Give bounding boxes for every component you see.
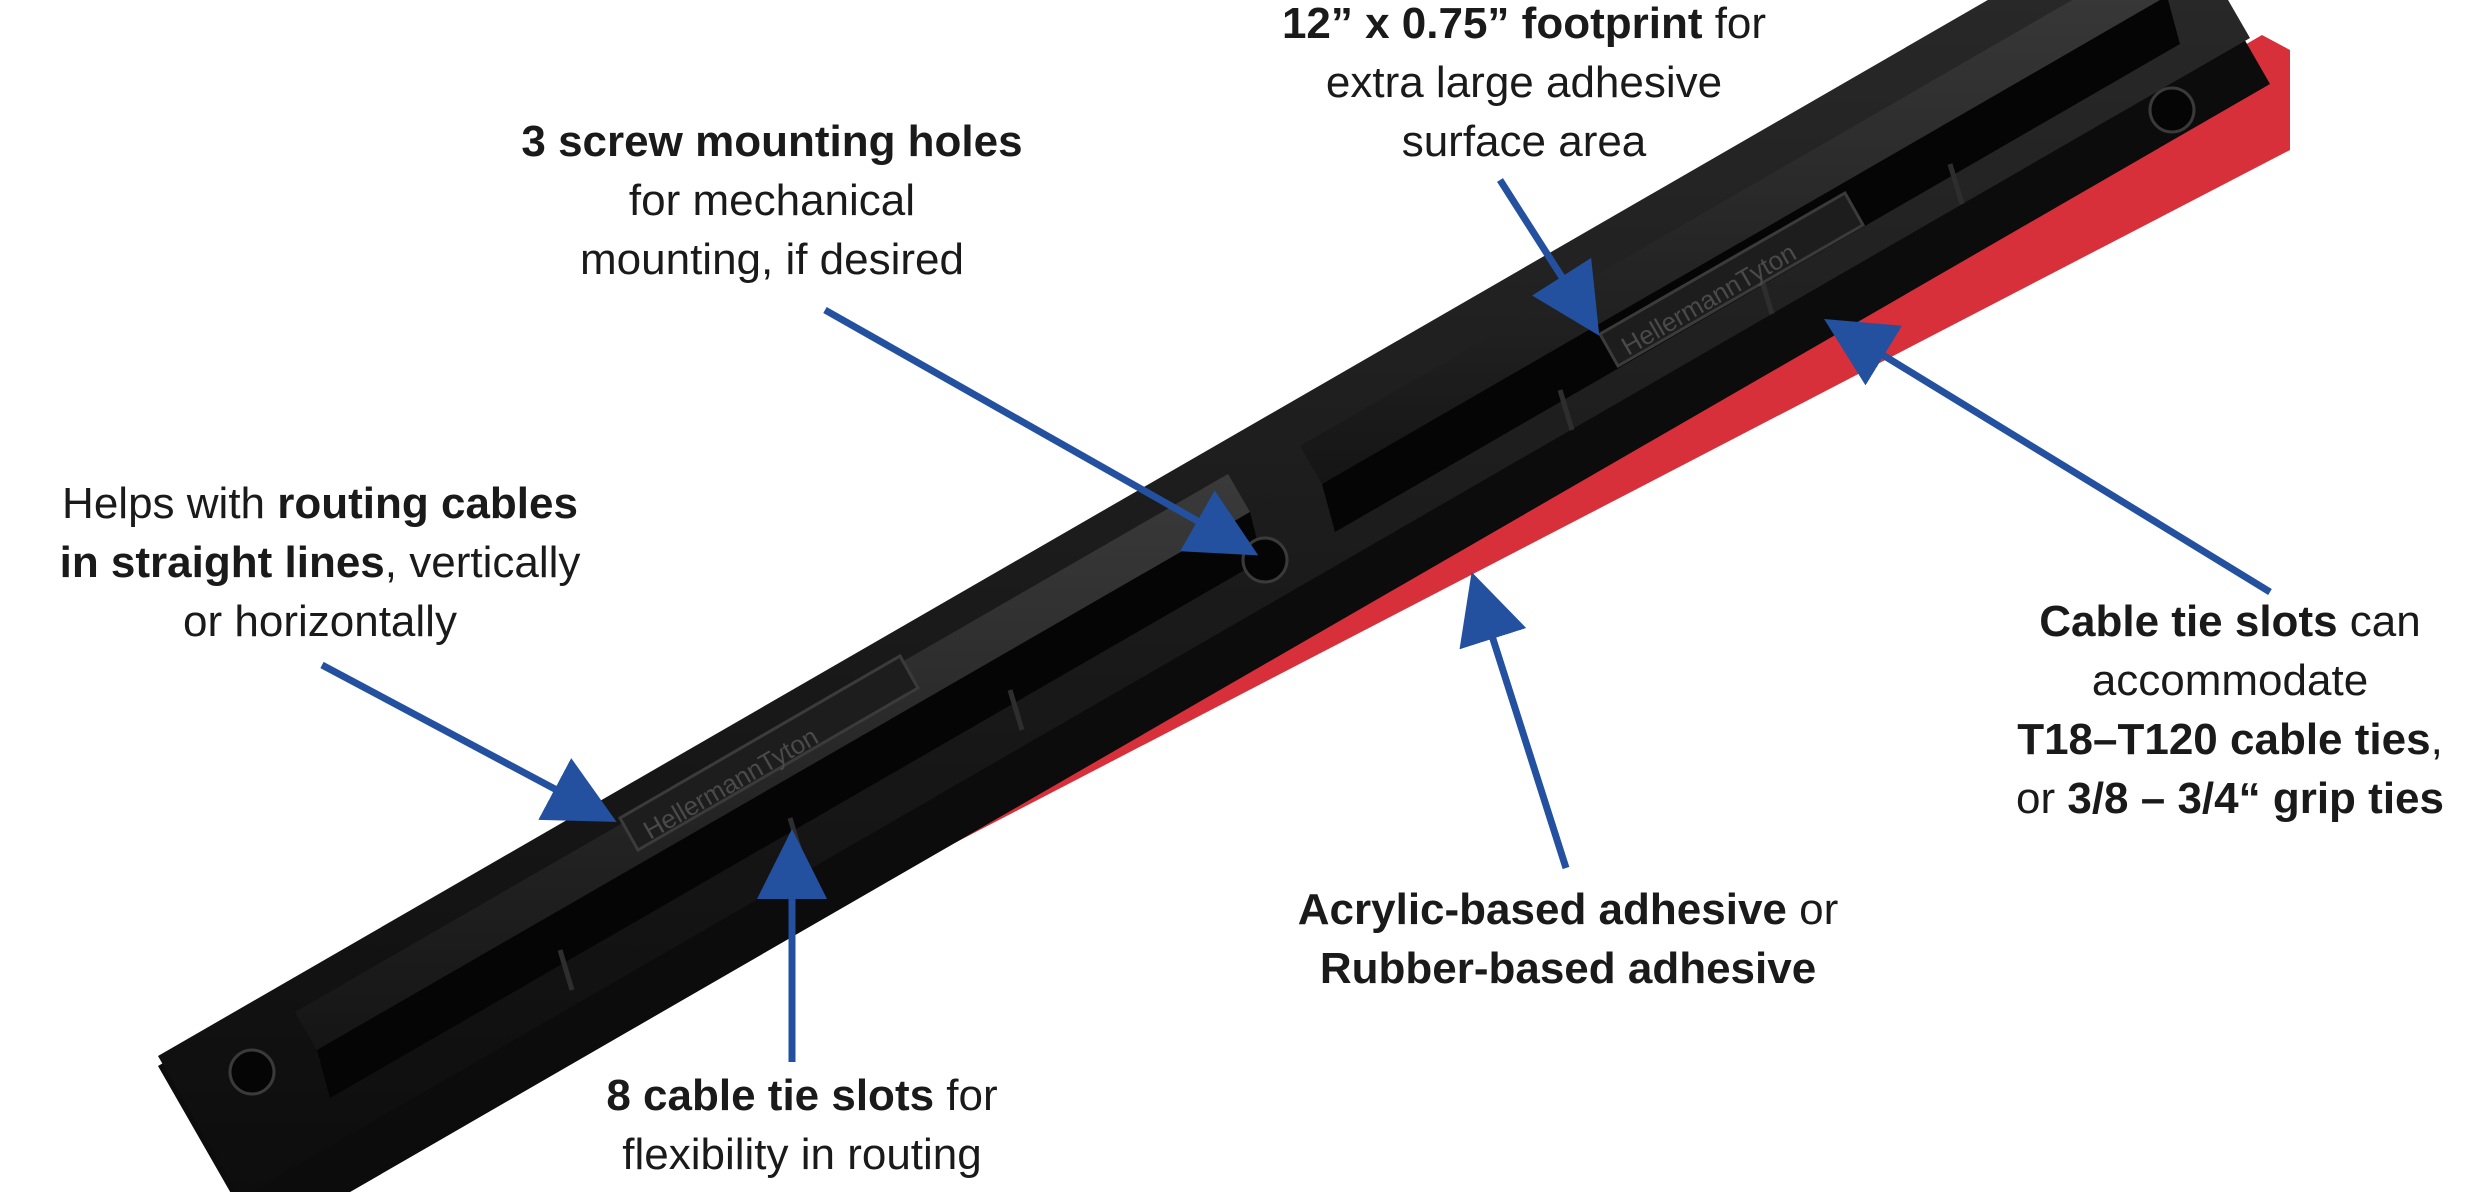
callout-routing: Helps with routing cables in straight li… xyxy=(30,474,610,651)
routing-bold-text: routing cables xyxy=(277,479,578,528)
callout-routing-line-2: in straight lines, vertically xyxy=(30,533,610,592)
adhesive-bold-text-2: Rubber-based adhesive xyxy=(1319,944,1817,993)
callout-slots-capacity-line-3: T18–T120 cable ties, xyxy=(1990,710,2470,769)
ridge-right-top xyxy=(1300,0,2161,484)
footprint-text: for xyxy=(1702,0,1767,48)
screw-holes-bold-text: 3 screw mounting holes xyxy=(521,117,1023,166)
callout-screw-holes-line-1: 3 screw mounting holes xyxy=(512,112,1032,171)
adhesive-bold-text: Acrylic-based adhesive xyxy=(1297,885,1787,934)
routing-text-2: , vertically xyxy=(384,538,581,587)
callout-slots-capacity-line-2: accommodate xyxy=(2091,656,2369,705)
screw-hole-left xyxy=(228,1048,276,1096)
slots-capacity-bold-text-2: T18–T120 cable ties xyxy=(2017,715,2431,764)
callout-screw-holes: 3 screw mounting holes for mechanical mo… xyxy=(512,112,1032,289)
routing-text: Helps with xyxy=(62,479,278,528)
slot-divider xyxy=(1947,163,1965,205)
callout-adhesive-line-2: Rubber-based adhesive xyxy=(1268,939,1868,998)
slot-channel-left xyxy=(317,512,1262,1098)
callout-slot-count: 8 cable tie slots for flexibility in rou… xyxy=(552,1066,1052,1184)
slot-divider xyxy=(1557,389,1575,431)
slots-capacity-text-2: , xyxy=(2430,715,2443,764)
callout-routing-line-1: Helps with routing cables xyxy=(30,474,610,533)
slot-divider xyxy=(1007,689,1025,731)
slot-count-bold-text: 8 cable tie slots xyxy=(606,1071,935,1120)
screw-hole-right xyxy=(2148,86,2196,134)
brand-plate-frame xyxy=(1597,190,1866,369)
adhesive-text: or xyxy=(1786,885,1839,934)
callout-slot-count-line-2: flexibility in routing xyxy=(622,1130,982,1179)
arrow-adhesive xyxy=(1459,571,1570,870)
callout-slots-capacity-line-4: or 3/8 – 3/4“ grip ties xyxy=(1990,769,2470,828)
arrow-screw-holes xyxy=(823,306,1259,556)
footprint-bold-text: 12” x 0.75” footprint xyxy=(1281,0,1703,48)
callout-routing-line-3: or horizontally xyxy=(183,597,457,646)
callout-slots-capacity-line-1: Cable tie slots can xyxy=(1990,592,2470,651)
callout-footprint-line-2: extra large adhesive xyxy=(1325,58,1723,107)
callout-adhesive: Acrylic-based adhesive or Rubber-based a… xyxy=(1268,880,1868,998)
routing-bold-text-2: in straight lines xyxy=(59,538,385,587)
slots-capacity-text-3: or xyxy=(2016,774,2068,823)
slots-capacity-bold-text: Cable tie slots xyxy=(2039,597,2338,646)
callout-slot-count-line-1: 8 cable tie slots for xyxy=(552,1066,1052,1125)
slots-capacity-text: can xyxy=(2337,597,2421,646)
callout-footprint: 12” x 0.75” footprint for extra large ad… xyxy=(1264,0,1784,171)
arrow-slots-capacity xyxy=(1824,319,2272,595)
screw-hole-center xyxy=(1241,536,1289,584)
arrow-routing xyxy=(320,661,617,822)
arrow-footprint xyxy=(1497,178,1600,336)
callout-adhesive-line-1: Acrylic-based adhesive or xyxy=(1268,880,1868,939)
callout-screw-holes-line-2: for mechanical xyxy=(628,176,916,225)
brand-plate-frame xyxy=(617,653,921,853)
callout-screw-holes-line-3: mounting, if desired xyxy=(580,235,964,284)
slot-divider xyxy=(557,949,575,991)
callout-slots-capacity: Cable tie slots can accommodate T18–T120… xyxy=(1990,592,2470,828)
slot-count-text: for xyxy=(934,1071,998,1120)
slots-capacity-bold-text-3: 3/8 – 3/4“ grip ties xyxy=(2067,774,2444,823)
callout-arrows xyxy=(320,178,2272,1062)
callout-footprint-line-1: 12” x 0.75” footprint for xyxy=(1264,0,1784,53)
callout-footprint-line-3: surface area xyxy=(1401,117,1647,166)
